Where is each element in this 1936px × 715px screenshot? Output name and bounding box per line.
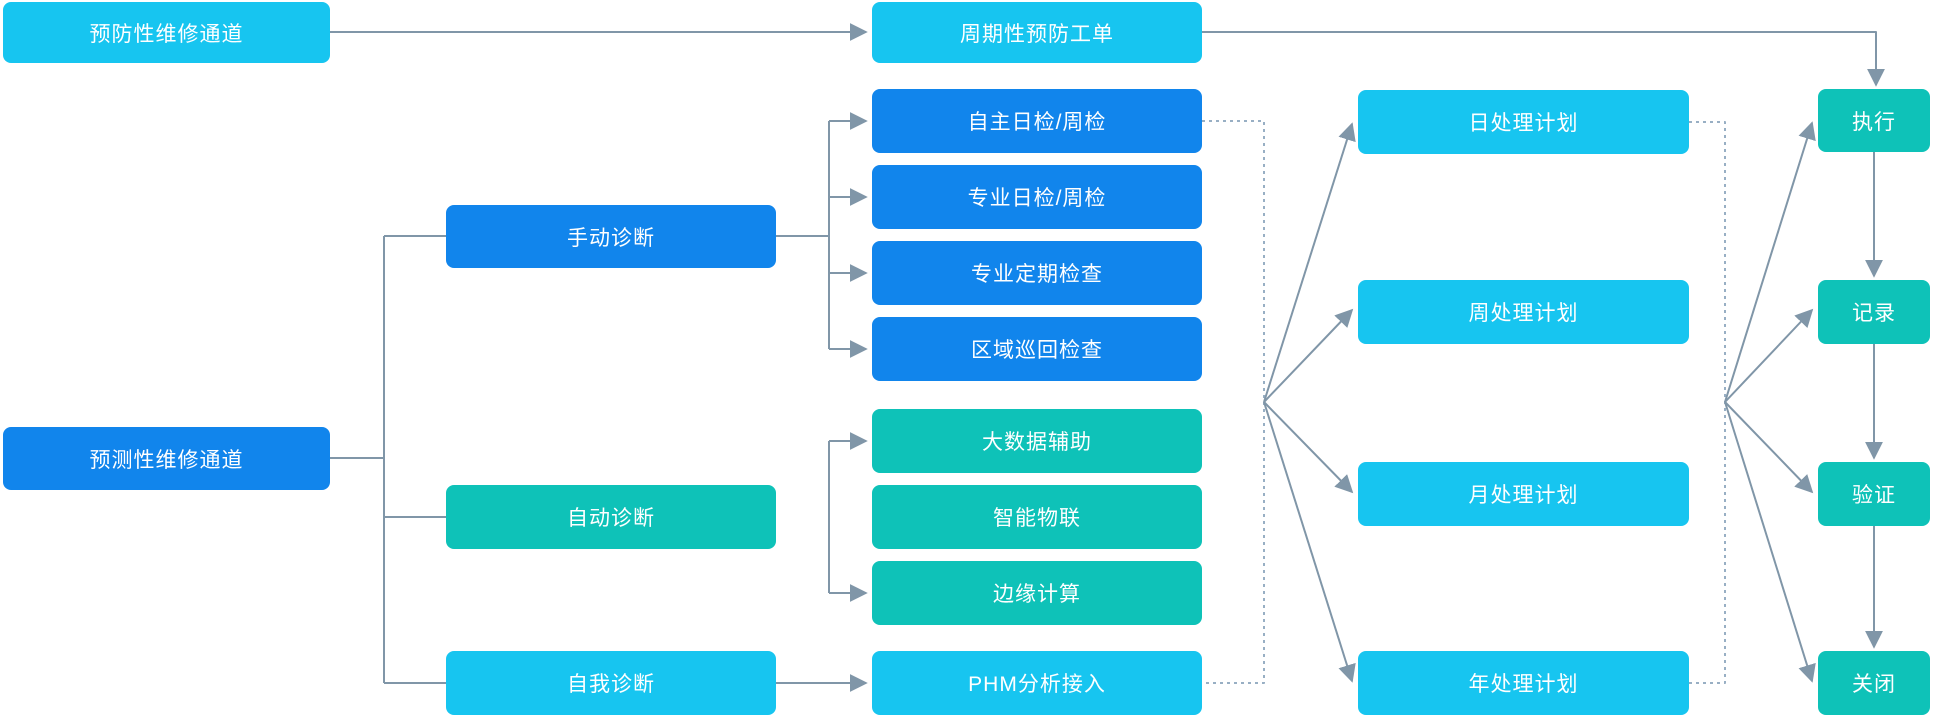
node-record: 记录 <box>1818 280 1930 344</box>
fan-to-yearplan <box>1263 401 1356 683</box>
node-prof-daily-weekly-check: 专业日检/周检 <box>872 165 1202 229</box>
node-area-patrol-inspection: 区域巡回检查 <box>872 317 1202 381</box>
connector-periodic-to-execute <box>1202 31 1885 87</box>
node-close: 关闭 <box>1818 651 1930 715</box>
dashed-collector-left <box>1202 120 1265 684</box>
node-execute: 执行 <box>1818 89 1930 152</box>
node-weekly-plan: 周处理计划 <box>1358 280 1689 344</box>
node-auto-diagnosis: 自动诊断 <box>446 485 776 549</box>
node-predictive-maintenance-channel: 预测性维修通道 <box>3 427 330 490</box>
connector-predict-trunk <box>330 235 446 684</box>
node-prof-periodic-inspection: 专业定期检查 <box>872 241 1202 305</box>
dashed-collector-right <box>1689 121 1726 684</box>
node-preventive-maintenance-channel: 预防性维修通道 <box>3 2 330 63</box>
node-big-data-assist: 大数据辅助 <box>872 409 1202 473</box>
node-phm-analysis-access: PHM分析接入 <box>872 651 1202 715</box>
fan-to-execute <box>1724 121 1816 403</box>
node-verify: 验证 <box>1818 462 1930 526</box>
node-periodic-prevention-workorder: 周期性预防工单 <box>872 2 1202 63</box>
connector-manual-bracket <box>776 121 830 349</box>
fan-to-monthplan <box>1263 401 1354 494</box>
node-smart-iot: 智能物联 <box>872 485 1202 549</box>
node-edge-computing: 边缘计算 <box>872 561 1202 625</box>
node-self-diagnosis: 自我诊断 <box>446 651 776 715</box>
node-self-daily-weekly-check: 自主日检/周检 <box>872 89 1202 153</box>
node-daily-plan: 日处理计划 <box>1358 90 1689 154</box>
fan-to-record <box>1724 308 1814 403</box>
node-manual-diagnosis: 手动诊断 <box>446 205 776 268</box>
fan-to-dayplan <box>1263 122 1356 403</box>
node-yearly-plan: 年处理计划 <box>1358 651 1689 715</box>
fan-to-verify <box>1724 401 1814 494</box>
node-monthly-plan: 月处理计划 <box>1358 462 1689 526</box>
fan-to-close <box>1724 401 1816 683</box>
fan-to-weekplan <box>1263 308 1354 403</box>
